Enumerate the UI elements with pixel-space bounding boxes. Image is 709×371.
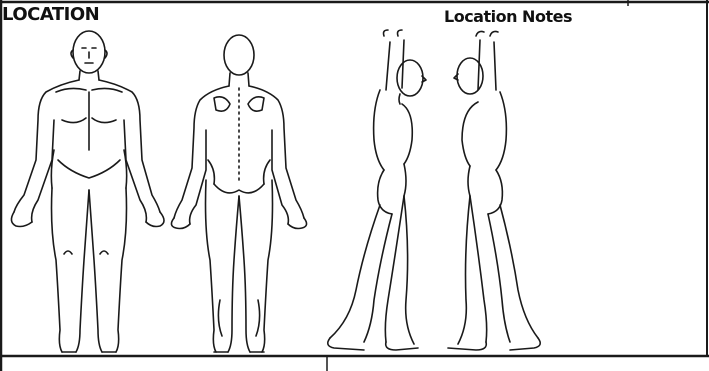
body-back-icon[interactable] — [171, 35, 306, 352]
body-side-right-icon[interactable] — [328, 30, 426, 350]
body-front-icon[interactable] — [11, 31, 164, 352]
body-side-left-icon[interactable] — [448, 32, 540, 351]
